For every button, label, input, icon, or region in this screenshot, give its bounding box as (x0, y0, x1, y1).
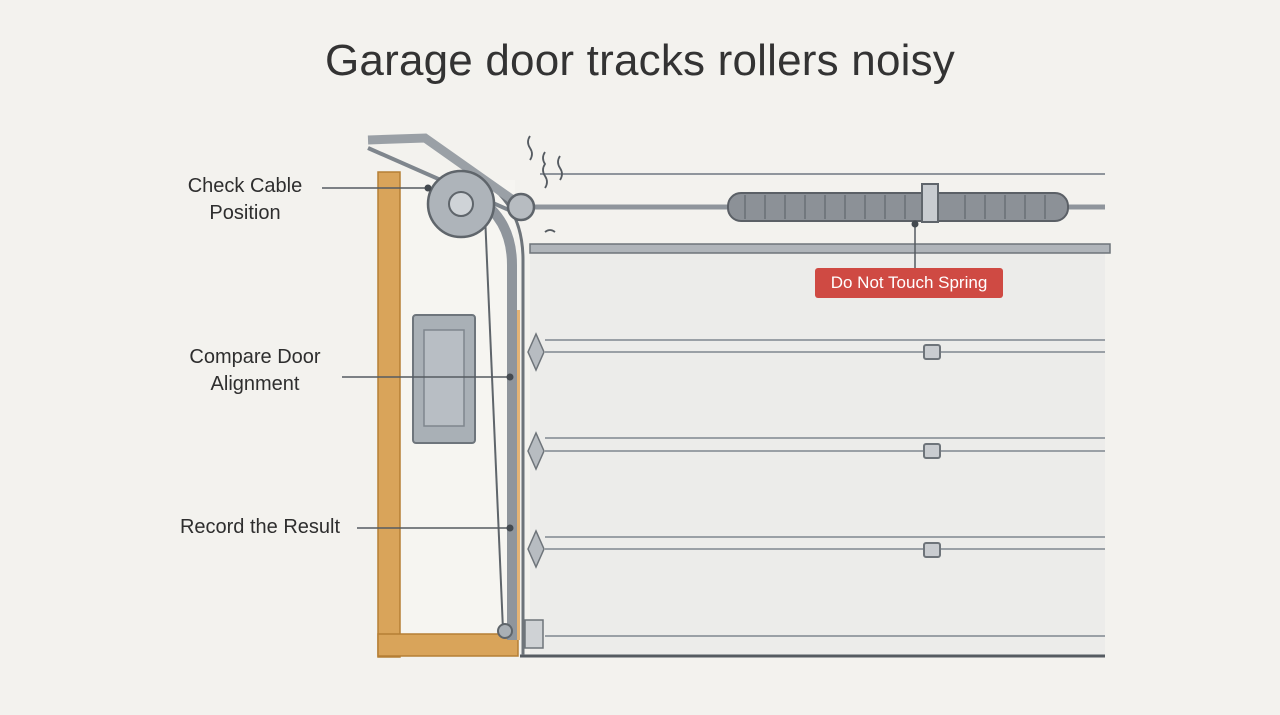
leader-dots (424, 184, 919, 532)
torsion-spring (727, 192, 1069, 222)
horizontal-track (529, 243, 1111, 254)
door-rollers (527, 332, 545, 569)
support-brace (367, 133, 523, 209)
page-title: Garage door tracks rollers noisy (325, 36, 955, 85)
noise-lines (527, 135, 563, 233)
callout-record-result: Record the Result (179, 516, 341, 538)
drum-hub (448, 191, 474, 217)
shaft-bearing (506, 192, 536, 222)
spring-center-bracket (921, 183, 939, 223)
door-panel-seams (545, 339, 1105, 637)
warning-badge: Do Not Touch Spring (815, 268, 1003, 298)
callout-door-alignment: Compare Door Alignment (189, 346, 321, 395)
lift-cable (484, 214, 504, 631)
bottom-bracket (497, 623, 513, 639)
wood-jamb-left (377, 171, 401, 658)
garage-door (530, 250, 1105, 655)
leader-lines (322, 187, 916, 529)
panel-cover (423, 329, 465, 427)
panel-hinges (923, 344, 941, 558)
bottom-bracket-plate (524, 619, 544, 649)
wood-sill (377, 633, 519, 657)
spring-coils (744, 195, 1046, 219)
callout-check-cable: Check Cable Position (187, 175, 303, 224)
